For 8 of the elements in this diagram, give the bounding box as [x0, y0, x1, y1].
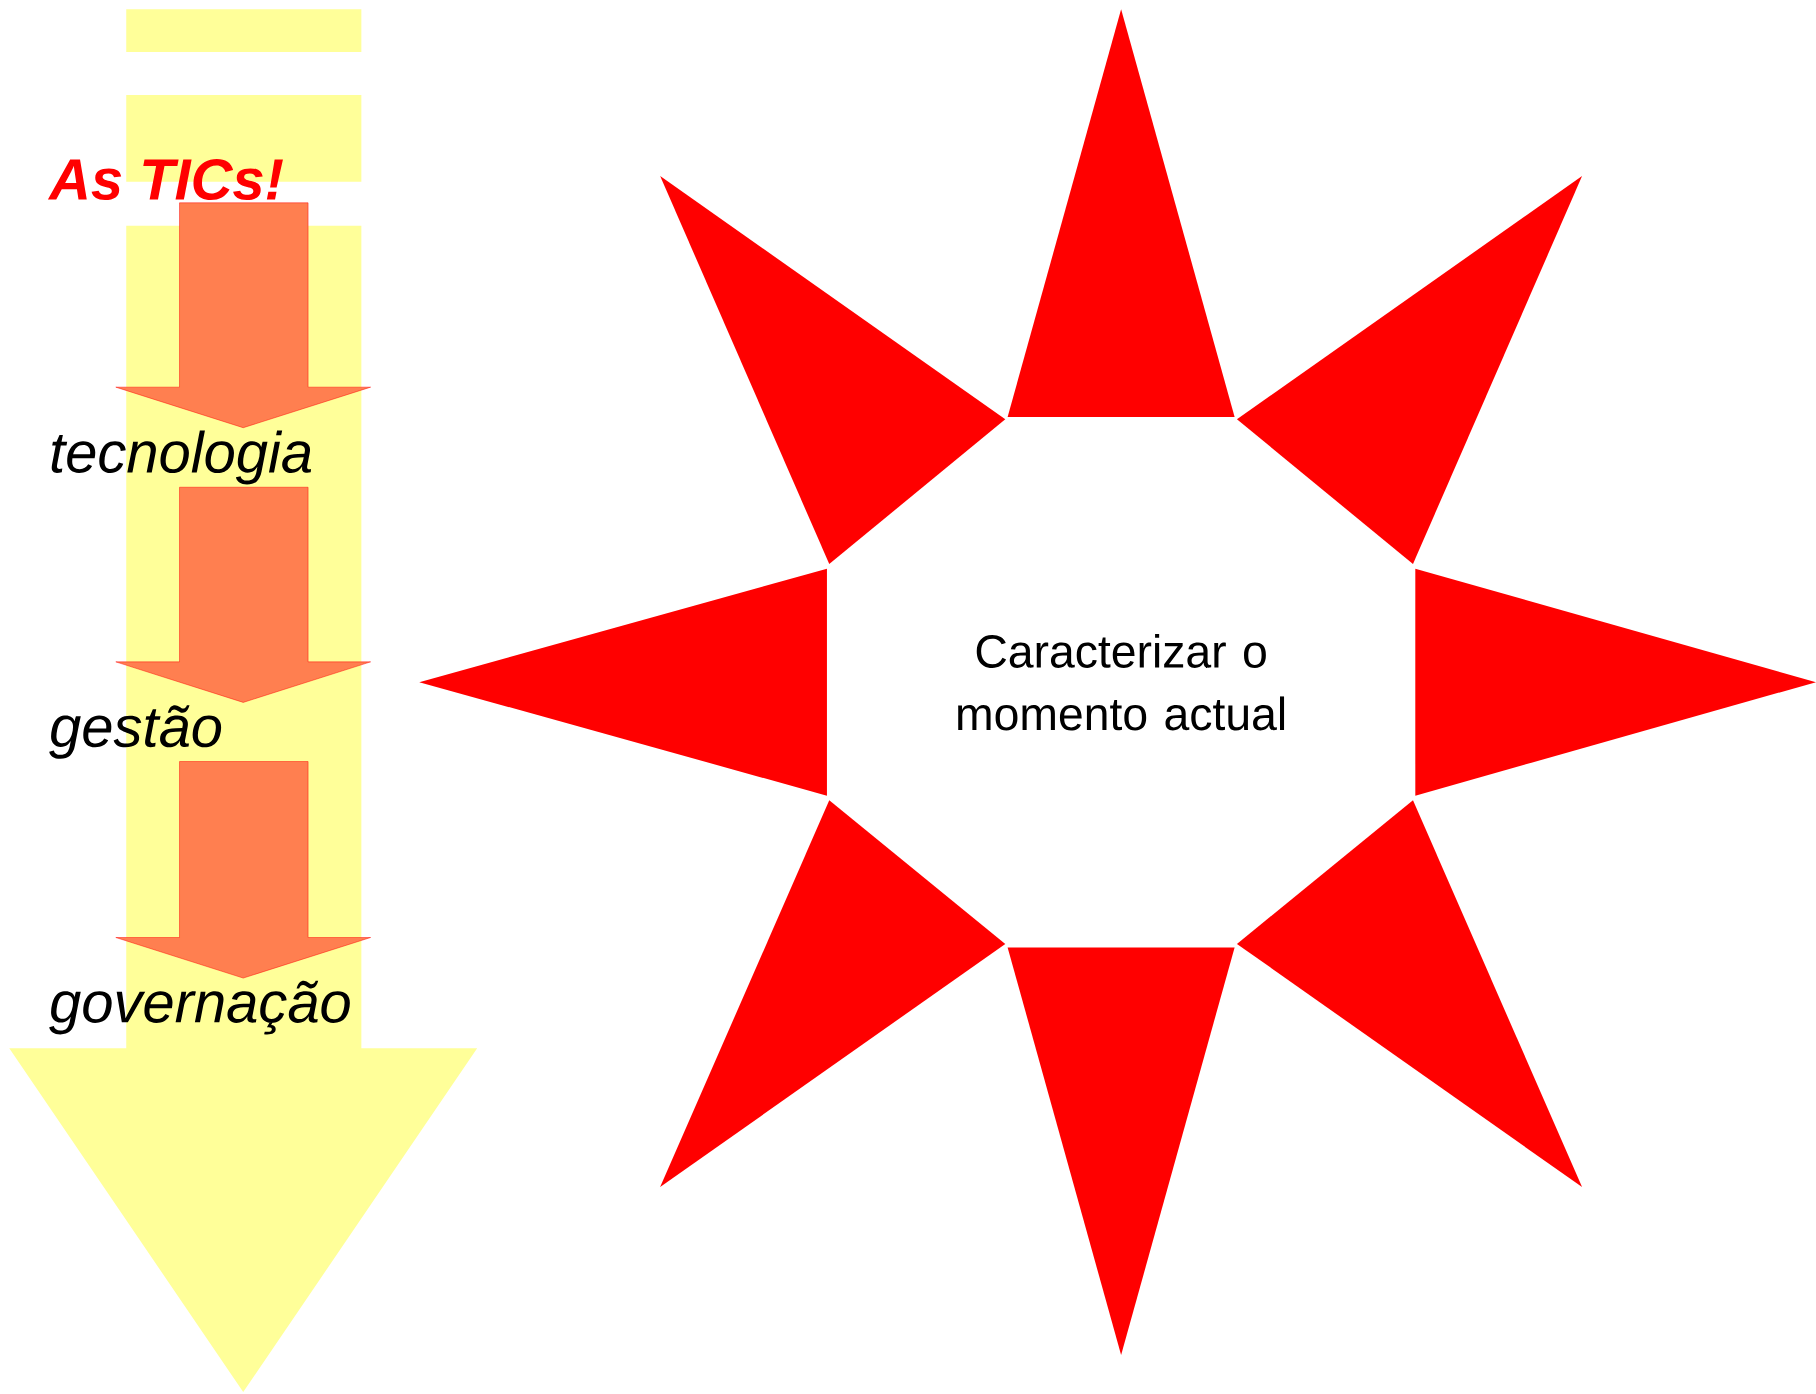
- title-text: As TICs!: [47, 158, 283, 200]
- block-arrow: [115, 486, 371, 703]
- block-arrow: [115, 761, 371, 979]
- node-label: Caracterizar o momento actual: [958, 633, 1285, 731]
- step-label: gestão: [49, 705, 222, 759]
- step-label: governação: [49, 980, 350, 1035]
- block-arrow: [115, 202, 371, 428]
- step-label: tecnologia: [51, 430, 312, 485]
